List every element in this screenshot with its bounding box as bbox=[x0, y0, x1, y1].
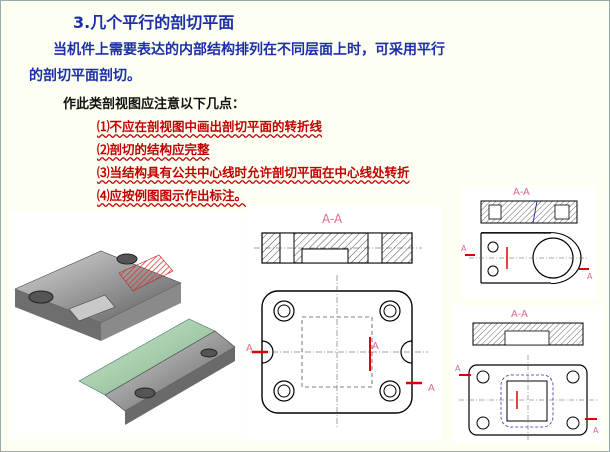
notes-heading: 作此类剖视图应注意以下几点： bbox=[63, 97, 246, 112]
right-top-cut-mark-left: A bbox=[461, 244, 467, 253]
cut-mark-center: A bbox=[372, 341, 379, 352]
main-section-drawing: A-A A A A bbox=[246, 205, 442, 441]
paragraph-line-2: 的剖切平面剖切。 bbox=[29, 68, 141, 84]
right-bottom-cut-mark-left: A bbox=[455, 364, 461, 373]
right-bottom-drawing: A-A A A bbox=[453, 305, 603, 443]
main-section-label: A-A bbox=[322, 212, 343, 226]
right-top-section-label: A-A bbox=[513, 187, 530, 198]
note-item-1: ⑴不应在剖视图中画出剖切平面的转折线 bbox=[97, 119, 323, 134]
right-top-drawing: A-A A A bbox=[461, 185, 597, 299]
right-bottom-cut-mark-right: A bbox=[593, 426, 599, 435]
model-3d-illustration bbox=[9, 211, 245, 439]
right-top-cut-mark-right: A bbox=[587, 272, 593, 281]
note-item-3: ⑶当结构具有公共中心线时允许剖切平面在中心线处转折 bbox=[97, 165, 410, 180]
slide-title: 3.几个平行的剖切平面 bbox=[73, 13, 235, 32]
right-bottom-section-label: A-A bbox=[511, 309, 528, 320]
cut-mark-right: A bbox=[428, 383, 435, 394]
note-item-2: ⑵剖切的结构应完整 bbox=[97, 142, 210, 157]
paragraph-line-1: 当机件上需要表达的内部结构排列在不同层面上时，可采用平行 bbox=[53, 42, 445, 58]
note-item-4: ⑷应按例图图示作出标注。 bbox=[97, 188, 248, 203]
cut-mark-left: A bbox=[246, 343, 253, 354]
